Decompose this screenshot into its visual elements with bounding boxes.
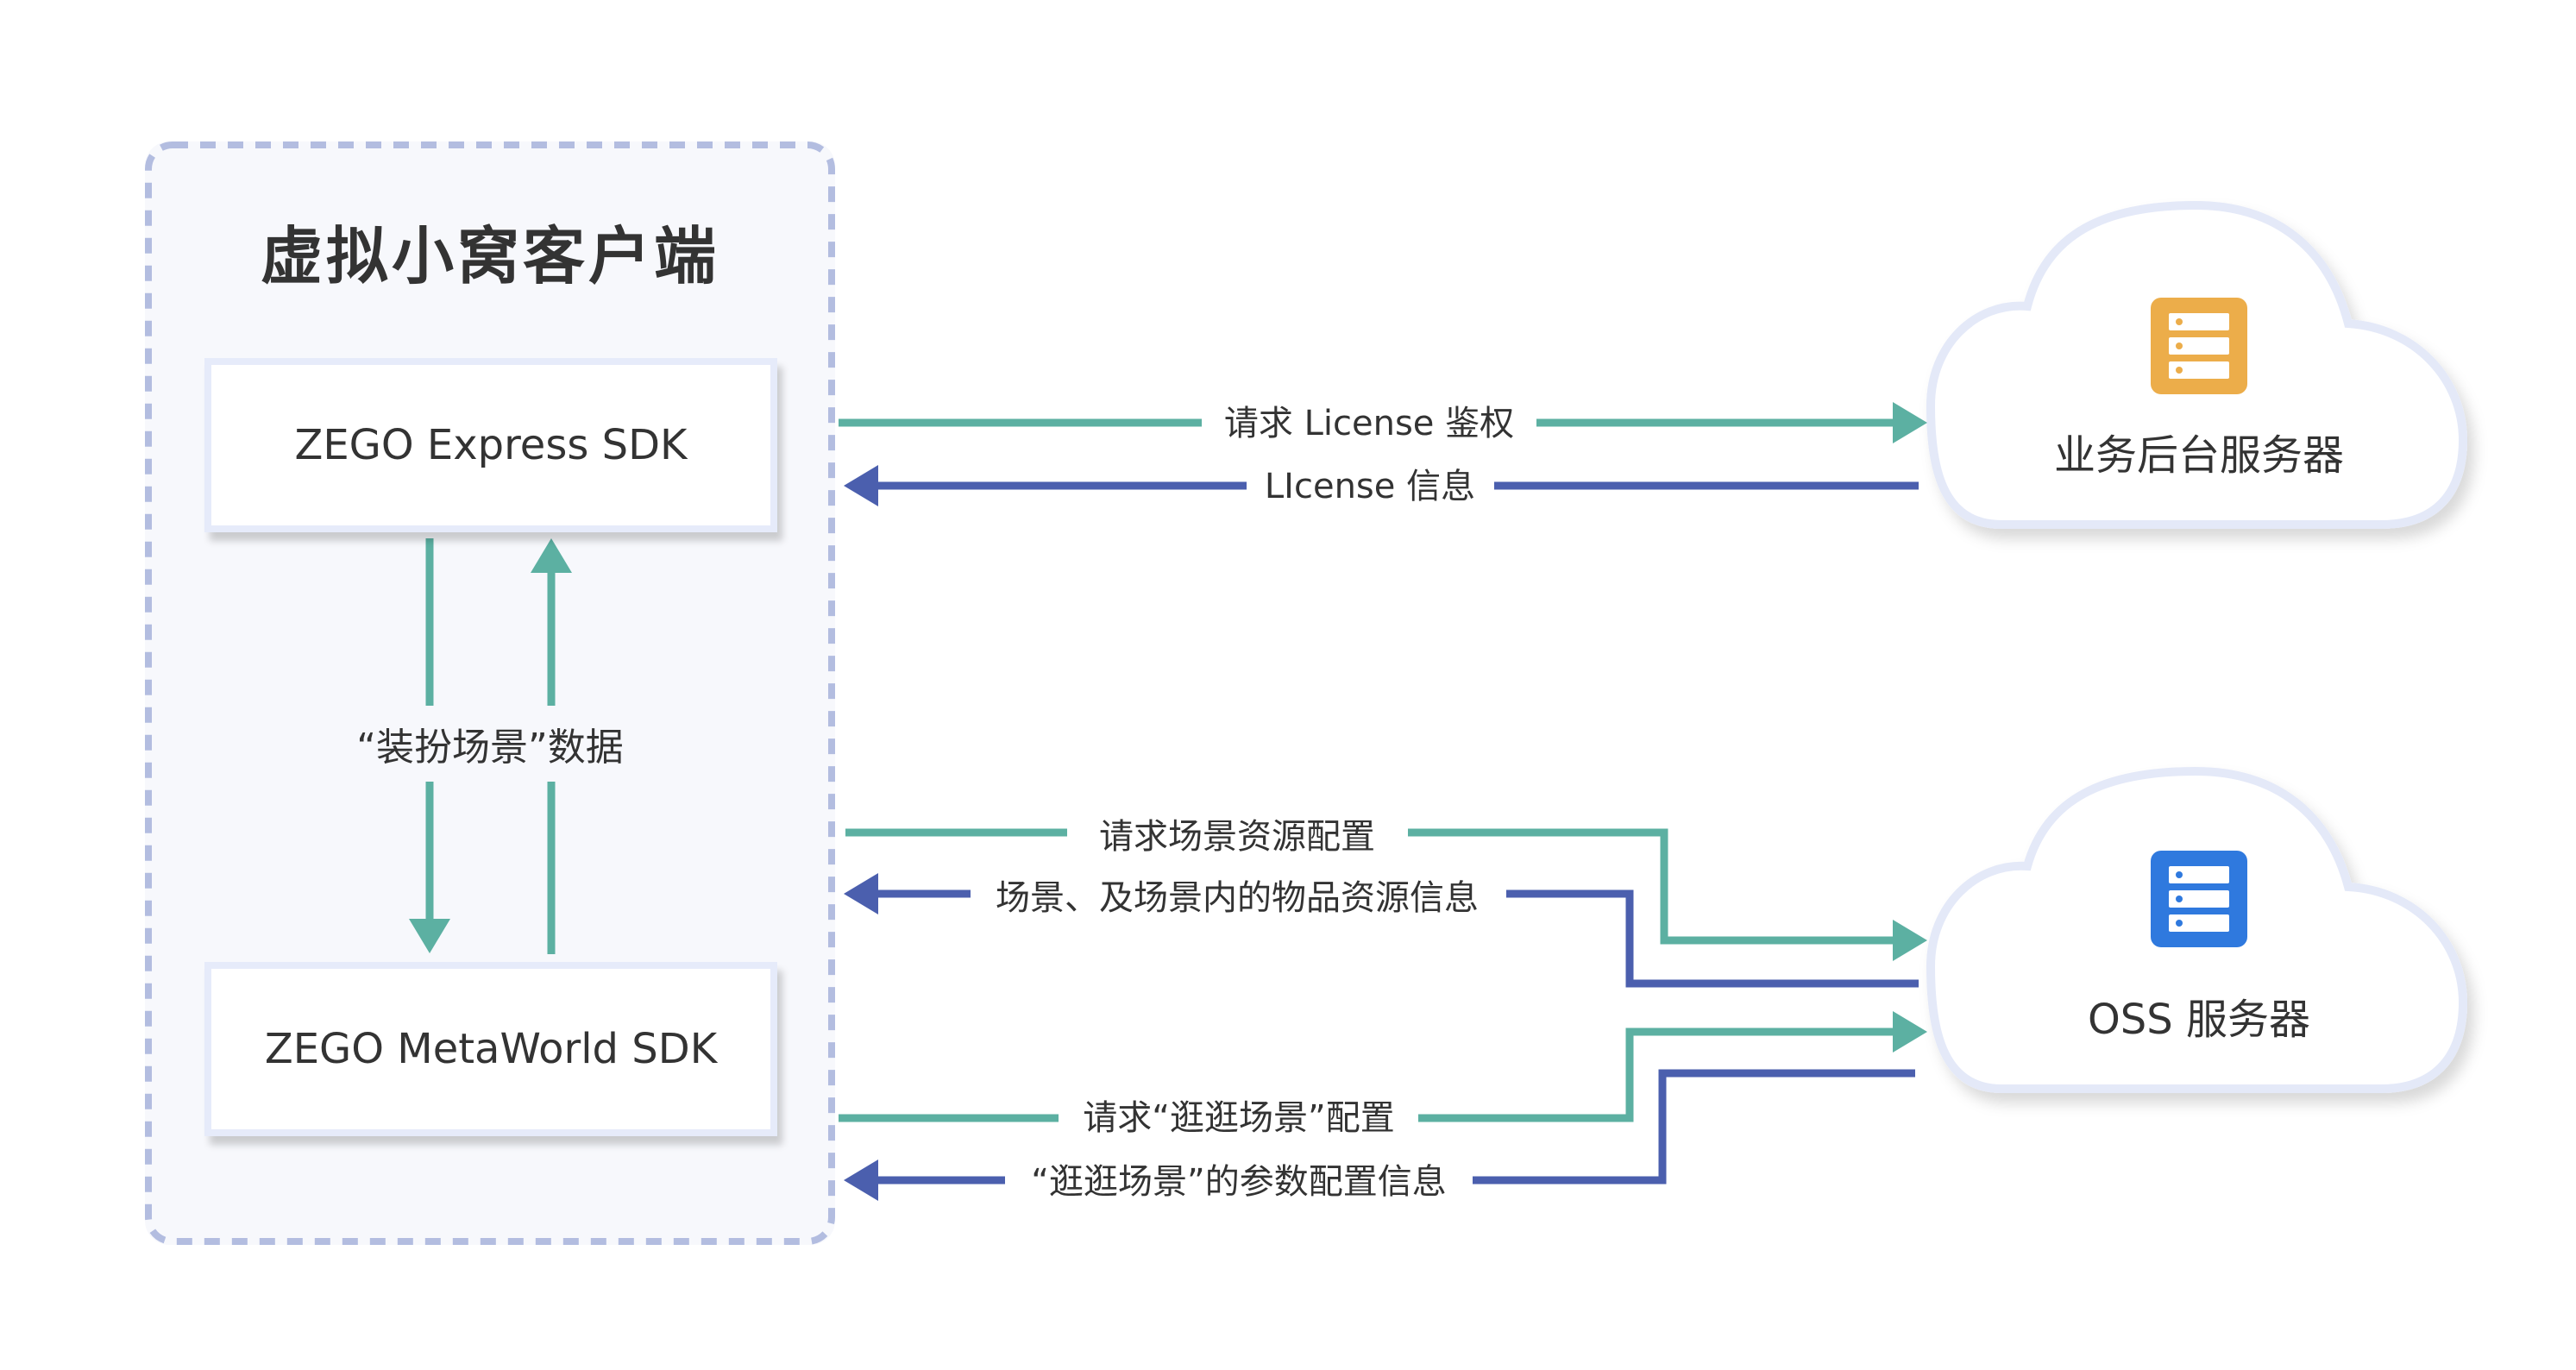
scene-request-arrowhead xyxy=(1893,920,1927,961)
oss-server-icon xyxy=(2151,851,2247,947)
client-container-border xyxy=(145,141,835,1245)
stroll-info-arrowhead xyxy=(844,1159,878,1201)
scene-request-line-right xyxy=(1408,828,1894,945)
scene-resource-info-label: 场景、及场景内的物品资源信息 xyxy=(996,878,1479,918)
stroll-info-line-right xyxy=(1473,1069,1915,1185)
license-info-arrowhead xyxy=(844,465,878,506)
arrow-up-head xyxy=(531,538,572,573)
oss-server-name: OSS 服务器 xyxy=(2088,996,2310,1044)
client-title: 虚拟小窝客户端 xyxy=(260,220,719,292)
stroll-request-line-right xyxy=(1418,1028,1894,1122)
arrow-down-head xyxy=(409,919,450,953)
stroll-scene-request-label: 请求“逛逛场景”配置 xyxy=(1083,1098,1395,1138)
business-server-name: 业务后台服务器 xyxy=(2053,431,2345,480)
business-server-icon xyxy=(2151,298,2247,394)
express-sdk-box: ZEGO Express SDK xyxy=(204,358,777,532)
metaworld-sdk-label: ZEGO MetaWorld SDK xyxy=(264,1025,718,1073)
scene-info-arrowhead xyxy=(844,873,878,914)
license-request-label: 请求 License 鉴权 xyxy=(1223,404,1515,443)
metaworld-sdk-box: ZEGO MetaWorld SDK xyxy=(204,962,777,1136)
license-info-label: LIcense 信息 xyxy=(1264,467,1476,506)
scene-info-line-right xyxy=(1506,889,1919,988)
dressup-scene-data-label: “装扮场景”数据 xyxy=(351,716,629,771)
express-sdk-label: ZEGO Express SDK xyxy=(294,421,688,469)
stroll-scene-info-label: “逛逛场景”的参数配置信息 xyxy=(1031,1162,1447,1202)
license-request-arrowhead xyxy=(1893,402,1927,443)
scene-resource-request-label: 请求场景资源配置 xyxy=(1099,817,1375,857)
stroll-request-arrowhead xyxy=(1893,1011,1927,1053)
